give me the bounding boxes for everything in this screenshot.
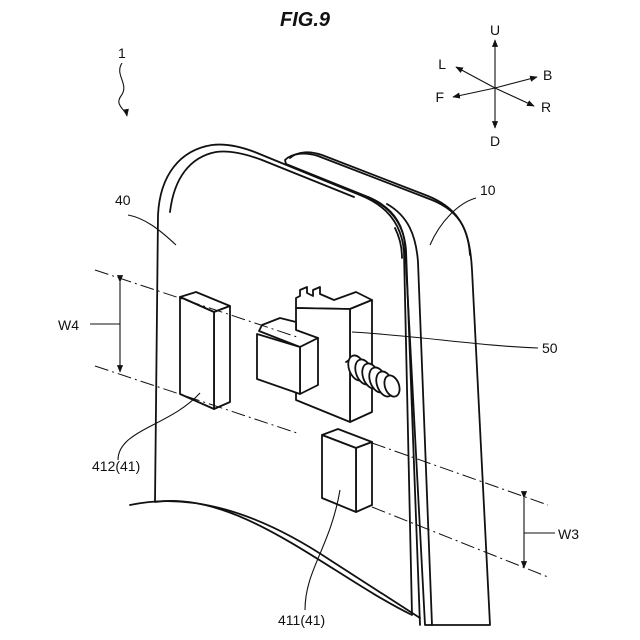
figure-title: FIG.9 [280, 9, 331, 31]
w4-label: W4 [58, 317, 79, 333]
connector-label: 50 [542, 340, 558, 356]
dir-front-label: F [435, 89, 444, 105]
arrow-right-icon [495, 88, 534, 106]
dir-back-label: B [543, 67, 552, 83]
terminal-411 [322, 429, 372, 512]
arrow-left-icon [456, 67, 495, 88]
reference-leader [119, 63, 127, 116]
dir-up-label: U [490, 22, 500, 38]
reference-label: 1 [118, 45, 126, 61]
terminal-412 [180, 292, 230, 409]
dir-down-label: D [490, 133, 500, 149]
housing-label: 40 [115, 192, 131, 208]
w3-label: W3 [558, 526, 579, 542]
terminal-412-label: 412(41) [92, 458, 140, 474]
arrow-back-icon [495, 77, 537, 88]
dir-left-label: L [438, 56, 446, 72]
cover-label: 10 [480, 182, 496, 198]
dir-right-label: R [541, 99, 551, 115]
terminal-411-label: 411(41) [278, 612, 325, 628]
direction-indicator: U D L R F B [435, 22, 552, 149]
arrow-front-icon [453, 88, 495, 97]
